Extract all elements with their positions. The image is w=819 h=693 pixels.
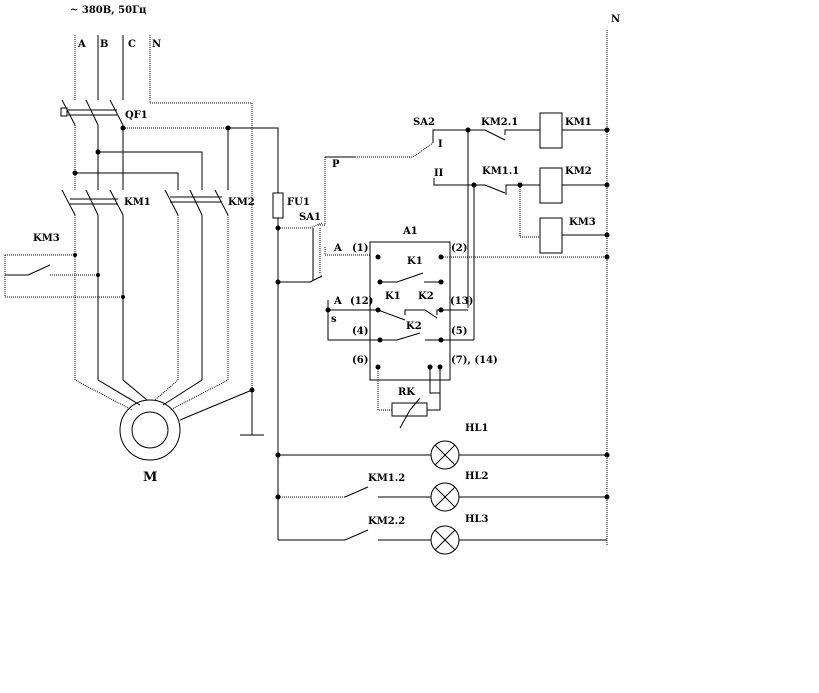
pos-i-label: I bbox=[438, 139, 443, 150]
lamp-hl3 bbox=[430, 525, 460, 555]
motor-label: M bbox=[143, 470, 157, 485]
km3-label: KM3 bbox=[33, 233, 60, 244]
coil-km3-label: KM3 bbox=[569, 217, 596, 228]
hl3-label: HL3 bbox=[465, 514, 488, 525]
pin4-label: (4) bbox=[352, 326, 368, 337]
qf1-label: QF1 bbox=[125, 110, 148, 121]
a1-label: A1 bbox=[402, 226, 418, 237]
k1b-label: K1 bbox=[385, 291, 401, 302]
supply-title: ~ 380В, 50Гц bbox=[70, 5, 147, 16]
lamp-hl1 bbox=[430, 440, 460, 470]
phase-b-label: B bbox=[100, 39, 108, 50]
pin13-label: (13) bbox=[450, 296, 473, 307]
pin2-label: (2) bbox=[451, 243, 467, 254]
km1-label: KM1 bbox=[124, 197, 151, 208]
pin1-label: (1) bbox=[352, 243, 368, 254]
k2b-label: K2 bbox=[406, 321, 422, 332]
phase-c-label: C bbox=[128, 39, 136, 50]
sa2-label: SA2 bbox=[413, 117, 435, 128]
hl2-label: HL2 bbox=[465, 471, 488, 482]
rk-label: RK bbox=[398, 387, 415, 398]
km1-2-label: KM1.2 bbox=[368, 473, 405, 484]
hl1-label: HL1 bbox=[465, 423, 488, 434]
pos-p-label: P bbox=[332, 159, 340, 170]
relay-a1 bbox=[325, 241, 610, 429]
coil-km2-label: KM2 bbox=[565, 166, 592, 177]
coil-km1-label: KM1 bbox=[565, 117, 592, 128]
pos-ii-label: II bbox=[434, 168, 444, 179]
lamp-hl2 bbox=[430, 482, 460, 512]
neutral-label: N bbox=[611, 14, 620, 25]
k2-label: K2 bbox=[418, 291, 434, 302]
s-label: s bbox=[331, 314, 337, 325]
a-label-2: A bbox=[333, 296, 342, 307]
k1-label: K1 bbox=[407, 256, 423, 267]
phase-a-label: A bbox=[77, 39, 86, 50]
power-wiring bbox=[4, 35, 279, 436]
coil-circuits bbox=[433, 112, 610, 340]
km2-2-label: KM2.2 bbox=[368, 516, 405, 527]
a-label-1: A bbox=[333, 243, 342, 254]
lamp-circuits bbox=[278, 452, 610, 541]
fuse-fu1 bbox=[272, 192, 284, 219]
pin5-label: (5) bbox=[451, 326, 467, 337]
km2-label: KM2 bbox=[228, 197, 255, 208]
km1-1-label: KM1.1 bbox=[482, 166, 519, 177]
fu1-label: FU1 bbox=[287, 197, 310, 208]
pin6-label: (6) bbox=[352, 355, 368, 366]
km2-1-label: KM2.1 bbox=[481, 117, 518, 128]
phase-n-label: N bbox=[152, 39, 161, 50]
sa1-label: SA1 bbox=[299, 212, 321, 223]
pin7-14-label: (7), (14) bbox=[451, 355, 498, 366]
pin12-label: (12) bbox=[350, 296, 373, 307]
sa1-switch bbox=[278, 129, 463, 283]
motor bbox=[119, 399, 181, 461]
